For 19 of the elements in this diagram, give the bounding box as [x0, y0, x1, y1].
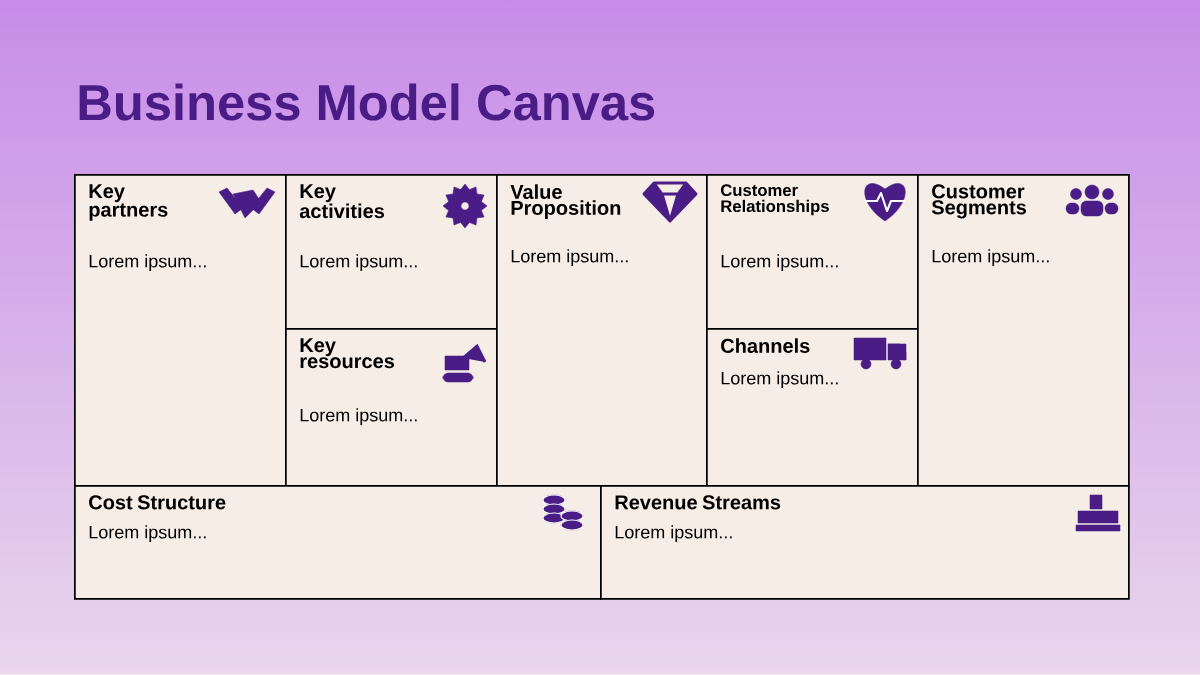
body-text: Lorem ipsum... [511, 249, 628, 267]
block-heading: Customer Segments [931, 184, 1027, 219]
block-heading: Key partners [89, 184, 168, 221]
block-heading: Key activities [299, 184, 385, 219]
block-heading: Cost Structure [89, 495, 226, 510]
body-text: Lorem ipsum... [615, 525, 732, 543]
block-heading: Customer Relationships [720, 184, 829, 216]
body-text: Lorem ipsum... [721, 371, 838, 389]
block-heading: Value Proposition [510, 184, 621, 219]
body-text: Lorem ipsum... [300, 408, 417, 426]
body-text: Lorem ipsum... [721, 254, 838, 272]
title: Business Model Canvas [79, 83, 655, 121]
body-text: Lorem ipsum... [300, 254, 417, 272]
block-heading: Revenue Streams [615, 495, 781, 510]
body-text: Lorem ipsum... [89, 254, 206, 272]
block-heading: Key resources [300, 338, 395, 369]
body-text: Lorem ipsum... [932, 249, 1049, 267]
body-text: Lorem ipsum... [89, 525, 206, 543]
block-heading: Channels [721, 338, 810, 353]
